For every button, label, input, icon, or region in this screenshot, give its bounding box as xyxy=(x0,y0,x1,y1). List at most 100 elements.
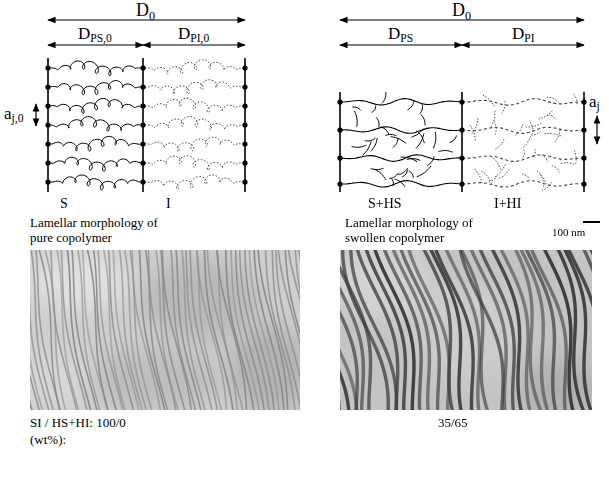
homopolymer xyxy=(416,131,424,144)
pi-chain xyxy=(145,60,243,74)
homopolymer xyxy=(354,111,357,127)
junction-dot xyxy=(45,84,50,89)
homopolymer xyxy=(391,137,406,144)
ps-chain xyxy=(50,98,141,113)
homopolymer xyxy=(574,94,577,105)
pi-chain xyxy=(462,155,584,161)
junction-dot xyxy=(242,65,247,70)
homopolymer xyxy=(483,95,494,106)
lamella-stripe xyxy=(563,250,592,410)
homopolymer xyxy=(548,115,556,119)
pi-chain xyxy=(145,137,243,151)
junction-dot xyxy=(242,179,247,184)
lamella-stripe xyxy=(470,250,506,410)
dimension-label: aj,0 xyxy=(4,104,23,126)
homopolymer xyxy=(393,138,398,148)
junction-dot xyxy=(242,103,247,108)
homopolymer xyxy=(401,157,418,162)
homopolymer xyxy=(391,178,393,186)
homopolymer xyxy=(561,163,576,165)
junction-dot xyxy=(140,160,145,165)
lamella-stripe xyxy=(245,250,275,410)
junction-dot xyxy=(242,141,247,146)
homopolymer xyxy=(416,133,424,148)
homopolymer xyxy=(544,134,562,137)
homopolymer xyxy=(475,169,483,185)
pi-chain xyxy=(462,181,584,187)
homopolymer xyxy=(398,168,407,175)
homopolymer xyxy=(433,132,435,148)
dimension-label: DPS xyxy=(388,24,413,46)
junction-dot xyxy=(140,141,145,146)
dimension-arrow xyxy=(35,104,36,126)
pi-chain xyxy=(145,98,243,112)
ps-chain xyxy=(50,81,141,95)
lamella-stripe xyxy=(479,250,514,410)
composition-label: (wt%): xyxy=(30,433,66,448)
homopolymer xyxy=(421,114,425,125)
homopolymer xyxy=(491,111,496,128)
homopolymer xyxy=(522,136,531,148)
homopolymer xyxy=(409,171,414,178)
ps-chain xyxy=(340,99,462,105)
junction-dot xyxy=(242,122,247,127)
ps-chain xyxy=(50,117,141,132)
homopolymer xyxy=(449,135,456,142)
homopolymer xyxy=(498,169,509,179)
homopolymer xyxy=(407,100,414,110)
homopolymer xyxy=(381,127,389,135)
interface-line xyxy=(461,92,463,192)
homopolymer xyxy=(530,122,533,134)
lamella-stripe xyxy=(525,250,557,410)
homopolymer xyxy=(482,171,493,185)
homopolymer xyxy=(488,176,497,182)
dimension-label: DPI,0 xyxy=(178,24,209,46)
dimension-label: D0 xyxy=(136,0,155,23)
ps-chain xyxy=(50,136,141,151)
homopolymer xyxy=(540,175,544,187)
interface-line xyxy=(339,92,341,192)
composition-label: SI / HS+HI: 100/0 xyxy=(30,416,126,431)
ps-chain xyxy=(50,157,141,171)
homopolymer xyxy=(438,151,452,153)
homopolymer xyxy=(365,138,376,141)
lamella-stripe xyxy=(491,250,522,410)
homopolymer xyxy=(372,105,376,112)
pi-chain xyxy=(462,127,584,133)
homopolymer xyxy=(420,104,423,114)
homopolymer xyxy=(352,107,361,110)
homopolymer xyxy=(394,179,405,187)
composition-label: 35/65 xyxy=(438,416,468,431)
ps-chain xyxy=(50,175,141,190)
homopolymer xyxy=(494,164,506,177)
homopolymer xyxy=(522,174,529,179)
tem-shading xyxy=(340,250,592,410)
block-label: I+HI xyxy=(494,196,521,212)
homopolymer xyxy=(495,139,504,149)
lamella-stripe xyxy=(422,250,453,410)
lamella-stripe xyxy=(582,250,592,410)
pi-chain xyxy=(462,99,584,105)
junction-dot xyxy=(459,181,464,186)
junction-dot xyxy=(140,84,145,89)
junction-dot xyxy=(242,84,247,89)
lamella-stripe xyxy=(383,250,421,410)
lamella-stripe xyxy=(240,250,270,410)
junction-dot xyxy=(45,103,50,108)
interface-line xyxy=(583,92,585,192)
dimension-label: DPS,0 xyxy=(78,24,112,46)
block-label: S+HS xyxy=(368,196,402,212)
pi-chain xyxy=(145,156,243,170)
homopolymer xyxy=(554,130,560,143)
homopolymer xyxy=(501,101,505,114)
junction-dot xyxy=(337,99,342,104)
lamella-stripe xyxy=(265,250,295,410)
dimension-arrow xyxy=(596,116,597,144)
lamella-stripe xyxy=(56,250,79,410)
junction-dot xyxy=(45,179,50,184)
homopolymer xyxy=(522,150,524,159)
homopolymer xyxy=(515,124,523,136)
block-label: S xyxy=(60,196,68,212)
junction-dot xyxy=(581,127,586,132)
